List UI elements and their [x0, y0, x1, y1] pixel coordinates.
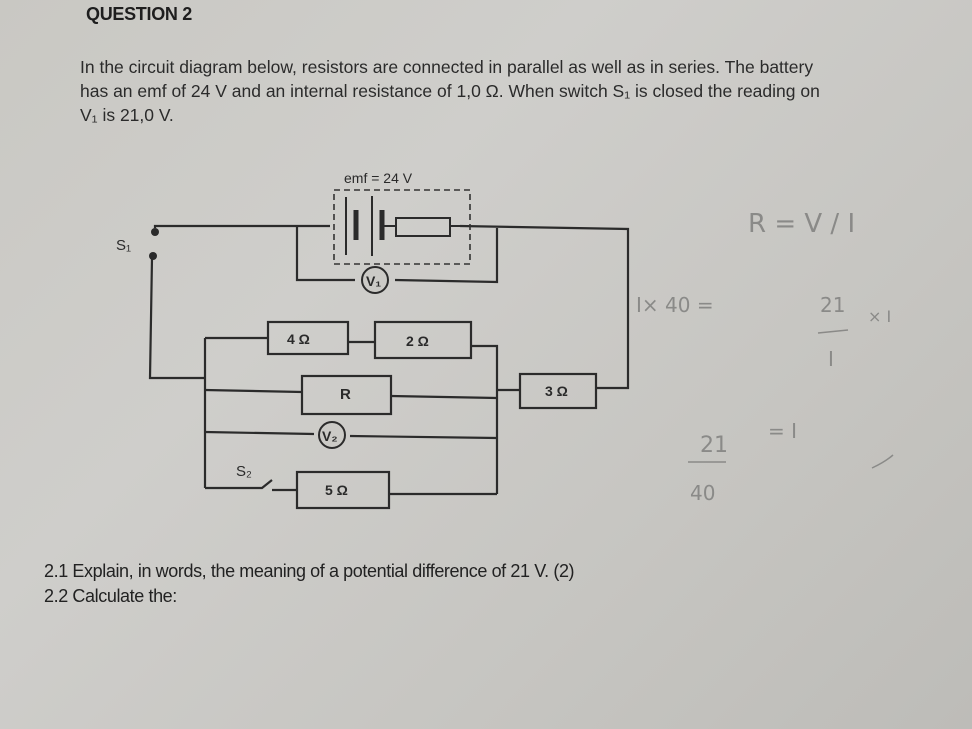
subquestion-2-2: 2.2 Calculate the: — [44, 586, 177, 606]
battery-icon — [345, 196, 460, 256]
hw-line-3-den: 40 — [690, 481, 715, 505]
voltmeter-v2-icon — [318, 421, 346, 449]
hw-line-3-eq: = I — [768, 419, 797, 443]
voltmeter-v1-icon — [361, 266, 389, 294]
switch-s1-terminal-bottom — [149, 252, 157, 260]
hw-line-2-num: 21 — [820, 293, 845, 317]
switch-s1-label: S₁ — [116, 237, 131, 254]
resistor-5-ohm-label: 5 Ω — [325, 482, 348, 498]
intro-line-2: has an emf of 24 V and an internal resis… — [80, 81, 820, 101]
voltmeter-v2-label: V₂ — [322, 428, 338, 444]
hw-line-2-den: I — [828, 347, 834, 371]
question-intro: In the circuit diagram below, resistors … — [80, 55, 950, 127]
resistor-r-label: R — [340, 386, 351, 403]
resistor-3-ohm-label: 3 Ω — [545, 383, 568, 399]
battery-label: emf = 24 V — [344, 170, 413, 186]
switch-s2-label: S₂ — [236, 463, 252, 480]
subquestion-2-1: 2.1 Explain, in words, the meaning of a … — [44, 561, 575, 581]
question-title: QUESTION 2 — [86, 4, 193, 24]
voltmeter-v1-label: V₁ — [366, 273, 381, 289]
resistor-2-ohm-label: 2 Ω — [406, 333, 429, 349]
resistor-4-ohm-label: 4 Ω — [287, 331, 310, 347]
intro-line-1: In the circuit diagram below, resistors … — [80, 57, 814, 77]
hw-line-2-right: × I — [868, 307, 891, 326]
handwritten-notes: R = V / I I× 40 = 21 I × I 21 40 = I — [636, 209, 894, 505]
hw-line-2-left: I× 40 = — [636, 293, 714, 317]
hw-line-1: R = V / I — [748, 209, 855, 239]
battery-dashed-box — [333, 189, 471, 265]
switch-s1-terminal-top — [151, 228, 159, 236]
hw-line-3-num: 21 — [700, 433, 728, 458]
intro-line-3: V₁ is 21,0 V. — [80, 105, 174, 125]
internal-resistor — [395, 217, 451, 237]
